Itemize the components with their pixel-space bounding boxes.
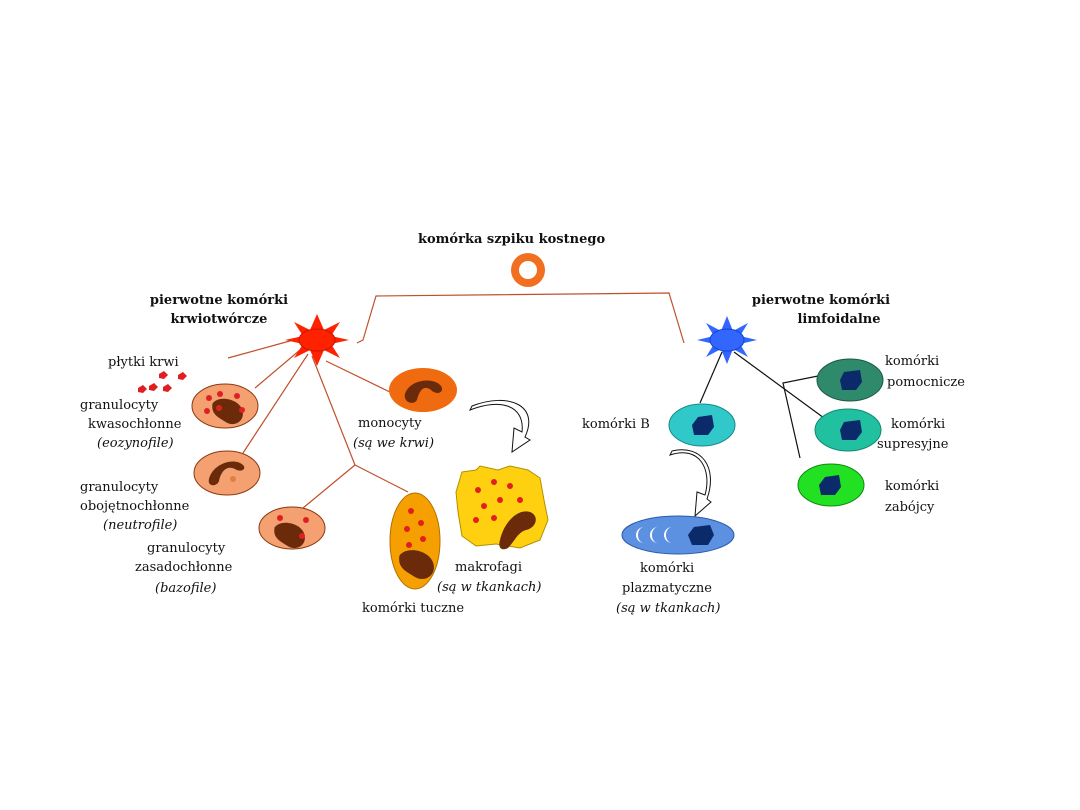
lymphoid-root-label-1: pierwotne komórki (751, 293, 891, 308)
eosinophil-cell (191, 383, 259, 429)
eosinophil-label-2: kwasochłonne (88, 417, 182, 432)
suppressor-cell (814, 408, 882, 452)
neutrophil-label-2: obojętnochłonne (80, 499, 190, 514)
plasma-label-2: plazmatyczne (622, 581, 712, 596)
monocyte-to-macrophage-arrow (468, 399, 531, 453)
monocyte-cell (389, 368, 457, 412)
myeloid-root-label-2: krwiotwórcze (170, 312, 268, 327)
line-to-suppressor (733, 351, 825, 419)
plasma-label-1: komórki (640, 561, 695, 576)
myeloid-connectors (227, 292, 685, 509)
mast-cell (389, 492, 441, 590)
basophil-cell (258, 506, 326, 550)
lymphoid-root-label-2: limfoidalne (797, 312, 881, 327)
line-to-mast-cell (354, 464, 409, 493)
monocyte-label-1: monocyty (358, 416, 422, 431)
platelets (138, 371, 187, 393)
line-to-monocyte (325, 360, 393, 394)
myeloid-root-label-1: pierwotne komórki (149, 293, 289, 308)
basophil-label-2: zasadochłonne (135, 560, 233, 575)
helper-cell (816, 358, 884, 402)
neutrophil-label-1: granulocyty (80, 480, 159, 495)
macrophage-label-2: (są w tkankach) (437, 580, 542, 595)
line-to-branch-point (311, 355, 356, 466)
killer-label-1: komórki (885, 479, 940, 494)
b-cell (668, 403, 736, 447)
b-cell-label: komórki B (582, 417, 650, 432)
plasma-label-3: (są w tkankach) (616, 601, 721, 616)
b-cell-to-plasma-arrow (669, 449, 712, 518)
line-to-basophil (302, 464, 356, 509)
line-to-eosinophil (254, 349, 301, 389)
neutrophil-label-3: (neutrofile) (103, 518, 178, 533)
helper-label-1: komórki (885, 354, 940, 369)
killer-cell (797, 463, 865, 507)
line-to-b-cell (699, 351, 723, 404)
helper-label-2: pomocnicze (887, 375, 965, 390)
macrophage-label-1: makrofagi (455, 560, 523, 575)
lymphoid-progenitor-cell (697, 316, 757, 364)
line-to-platelets (227, 338, 298, 359)
title-stem-cell: komórka szpiku kostnego (418, 232, 606, 247)
stem-branch-bracket (356, 292, 685, 344)
mast-cell-label: komórki tuczne (362, 601, 465, 616)
suppressor-label-2: supresyjne (877, 437, 949, 452)
neutrophil-cell (193, 450, 261, 496)
basophil-label-3: (bazofile) (155, 581, 217, 596)
eosinophil-label-3: (eozynofile) (97, 436, 174, 451)
line-to-neutrophil (242, 353, 309, 454)
monocyte-label-2: (są we krwi) (353, 436, 435, 451)
basophil-label-1: granulocyty (147, 541, 226, 556)
killer-label-2: zabójcy (885, 500, 935, 515)
plasma-cell (621, 515, 735, 555)
suppressor-label-1: komórki (891, 417, 946, 432)
macrophage-cell (455, 465, 549, 550)
platelets-label: płytki krwi (108, 355, 179, 370)
line-to-helper-killer (782, 375, 819, 459)
stem-cell-center (519, 261, 537, 279)
lymphoid-connectors (699, 351, 825, 459)
eosinophil-label-1: granulocyty (80, 398, 159, 413)
myeloid-progenitor-cell (285, 314, 349, 366)
